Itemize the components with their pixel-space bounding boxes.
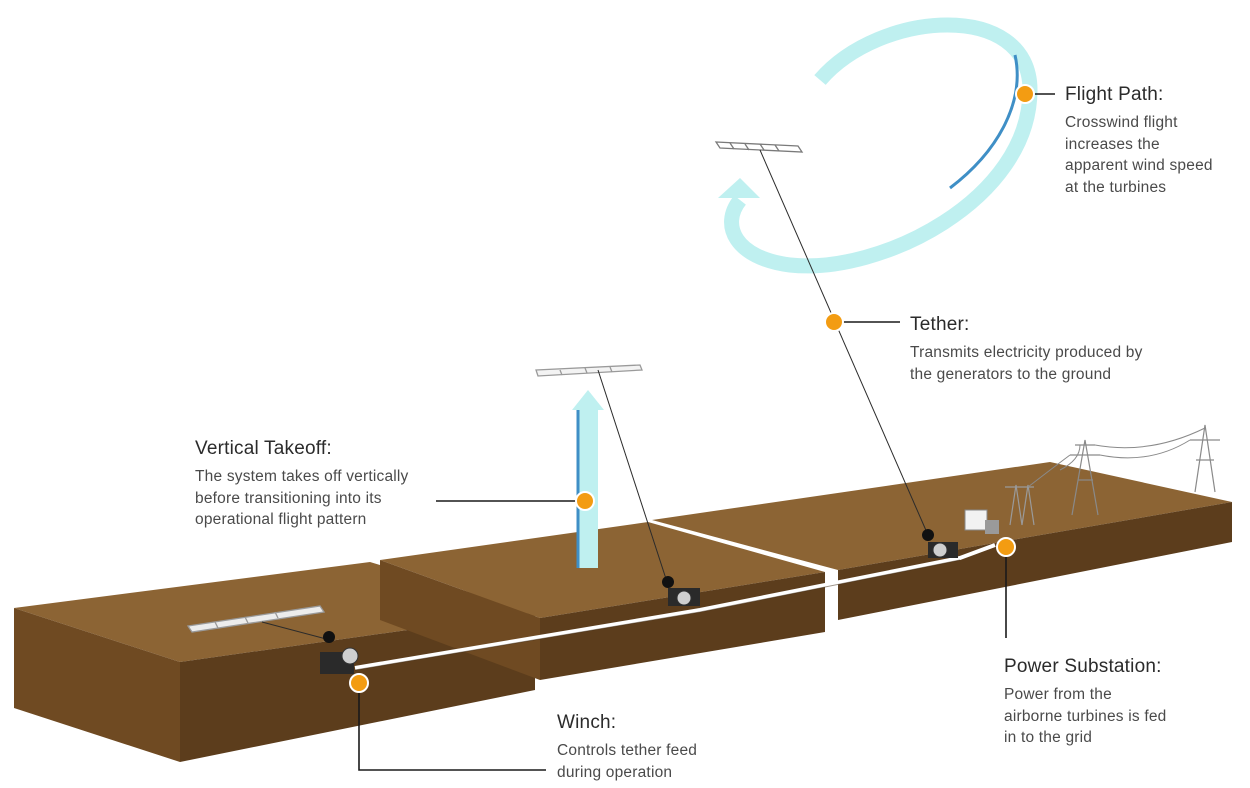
callout-winch: Winch: Controls tether feed during opera… bbox=[557, 712, 757, 783]
kite-grounded bbox=[186, 605, 326, 633]
callout-body: The system takes off vertically before t… bbox=[195, 468, 409, 528]
power-substation bbox=[964, 484, 1035, 534]
callout-body: Controls tether feed during operation bbox=[557, 742, 698, 781]
callout-title: Power Substation: bbox=[1004, 656, 1162, 677]
leader-lines bbox=[358, 93, 1055, 771]
winch-middle bbox=[662, 576, 700, 606]
marker-winch bbox=[349, 673, 369, 693]
callout-title: Winch: bbox=[557, 712, 617, 733]
callout-power-substation: Power Substation: Power from the airborn… bbox=[1004, 656, 1234, 749]
callout-tether: Tether: Transmits electricity produced b… bbox=[910, 314, 1210, 385]
tether-line bbox=[759, 149, 929, 536]
winch-right bbox=[922, 529, 958, 558]
takeoff-arrow-shaft bbox=[578, 408, 598, 568]
marker-tether bbox=[824, 312, 844, 332]
transmission-pylon-2 bbox=[1190, 424, 1220, 493]
callout-title: Vertical Takeoff: bbox=[195, 438, 332, 459]
flight-path-arrowhead bbox=[718, 178, 760, 198]
ground-cable-trench bbox=[354, 559, 961, 671]
callout-markers bbox=[349, 84, 1035, 693]
ground-cable bbox=[354, 543, 996, 670]
marker-flight-path bbox=[1015, 84, 1035, 104]
marker-power-substation bbox=[996, 537, 1016, 557]
marker-vertical-takeoff bbox=[575, 491, 595, 511]
callout-body: Power from the airborne turbines is fed … bbox=[1004, 686, 1167, 746]
callout-title: Tether: bbox=[910, 314, 970, 335]
transmission-pylon-1 bbox=[1070, 439, 1100, 516]
kite-flight bbox=[714, 141, 804, 153]
power-lines bbox=[1027, 427, 1206, 488]
callout-body: Transmits electricity produced by the ge… bbox=[910, 344, 1143, 383]
callout-vertical-takeoff: Vertical Takeoff: The system takes off v… bbox=[195, 438, 455, 531]
callout-title: Flight Path: bbox=[1065, 84, 1164, 105]
winch-left bbox=[320, 631, 359, 674]
kite-takeoff bbox=[535, 364, 643, 377]
ground-block-right bbox=[652, 462, 1232, 620]
callout-body: Crosswind flight increases the apparent … bbox=[1065, 114, 1213, 196]
callout-flight-path: Flight Path: Crosswind flight increases … bbox=[1065, 84, 1245, 198]
flight-path-accent bbox=[949, 54, 1019, 190]
takeoff-arrowhead bbox=[572, 390, 604, 410]
flight-path-loop bbox=[724, 17, 1038, 274]
